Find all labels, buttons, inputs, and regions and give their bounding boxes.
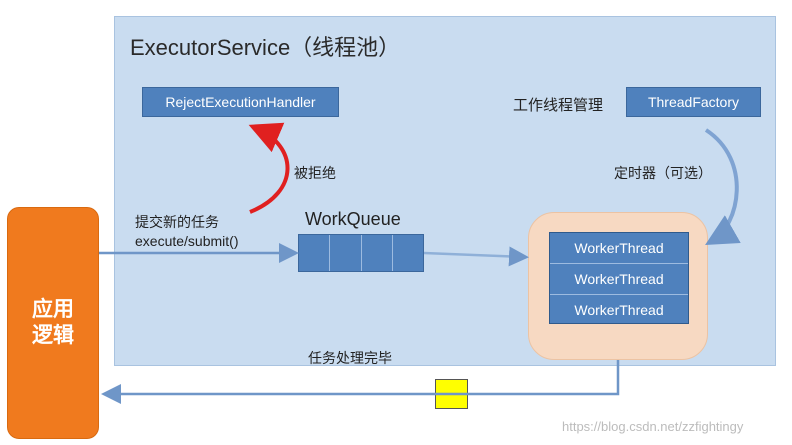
workqueue-box [298, 234, 424, 272]
completion-arrow [101, 360, 620, 404]
queue-slot [299, 235, 331, 271]
worker-thread-item: WorkerThread [550, 233, 688, 264]
reject-arrow [248, 122, 290, 214]
worker-thread-item: WorkerThread [574, 302, 664, 318]
rejected-label: 被拒绝 [294, 165, 336, 181]
worker-management-label: 工作线程管理 [513, 97, 604, 114]
task-done-label: 任务处理完毕 [308, 350, 392, 366]
worker-thread-stack: WorkerThread WorkerThread WorkerThread [549, 232, 689, 324]
thread-factory-arrow [704, 128, 741, 245]
watermark-text: https://blog.csdn.net/zzfightingy [562, 419, 744, 434]
thread-factory-box: ThreadFactory [626, 87, 761, 117]
queue-slot [362, 235, 393, 271]
app-logic-line-2: 逻辑 [32, 324, 74, 347]
application-logic-box: 应用 逻辑 [7, 207, 99, 439]
timer-optional-label: 定时器（可选） [614, 165, 712, 181]
execute-submit-label: execute/submit() [135, 233, 239, 249]
submit-task-label: 提交新的任务 [135, 214, 219, 230]
queue-slot [330, 235, 362, 271]
app-logic-line-1: 应用 [32, 297, 74, 321]
executor-service-title: ExecutorService（线程池） [130, 35, 401, 60]
dispatch-arrow [423, 246, 529, 267]
worker-thread-item: WorkerThread [550, 264, 688, 295]
workqueue-label: WorkQueue [305, 209, 401, 229]
reject-execution-handler-box: RejectExecutionHandler [142, 87, 339, 117]
